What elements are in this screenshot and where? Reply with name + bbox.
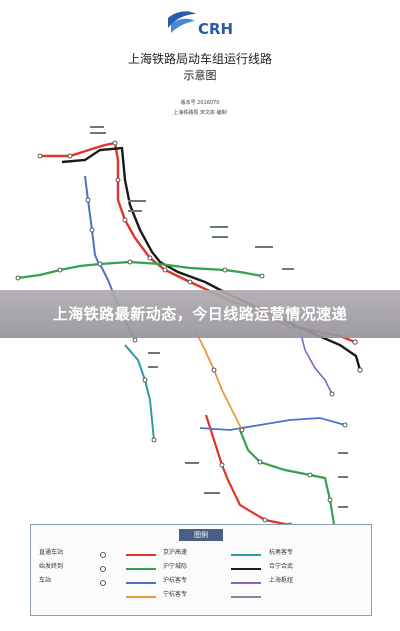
orange-line — [194, 329, 243, 431]
legend-item-3: 车站 — [39, 577, 52, 584]
legend-item-8: 杭甬客专 — [269, 549, 294, 556]
legend-item-1: 直通车站 — [39, 549, 64, 556]
legend-item-4: 京沪高速 — [163, 549, 188, 556]
logo-text: CRH — [198, 20, 233, 38]
org-text: 上海铁路局 宋文彬 编制 — [173, 109, 226, 116]
teal-line — [124, 344, 155, 441]
legend-swatches — [100, 552, 261, 598]
legend-item-10: 上海枢纽 — [269, 577, 294, 584]
legend-item-9: 合宁合武 — [269, 563, 294, 570]
legend-item-5: 沪宁城际 — [163, 563, 188, 570]
edition-text: 版本号 2016070 — [181, 99, 220, 106]
blue-line-east — [199, 417, 346, 431]
headline-banner: 上海铁路最新动态，今日线路运营情况速递 — [0, 290, 400, 338]
purple-line — [299, 329, 333, 395]
legend-item-6: 沪杭客专 — [163, 577, 188, 584]
headline-text: 上海铁路最新动态，今日线路运营情况速递 — [52, 305, 348, 323]
red-line-south — [204, 414, 291, 527]
legend-item-7: 宁杭客专 — [163, 591, 188, 598]
legend-title: 图例 — [179, 529, 223, 541]
legend-item-2: 始发终到 — [39, 563, 64, 570]
map-title: 上海铁路局动车组运行线路 — [128, 51, 272, 66]
map-subtitle: 示意图 — [184, 68, 217, 82]
legend: 图例 直通车站 始发终到 车站 京沪高速 沪宁城际 沪杭客专 宁杭客专 杭甬客专… — [30, 524, 372, 616]
crh-logo: CRH — [168, 11, 233, 38]
